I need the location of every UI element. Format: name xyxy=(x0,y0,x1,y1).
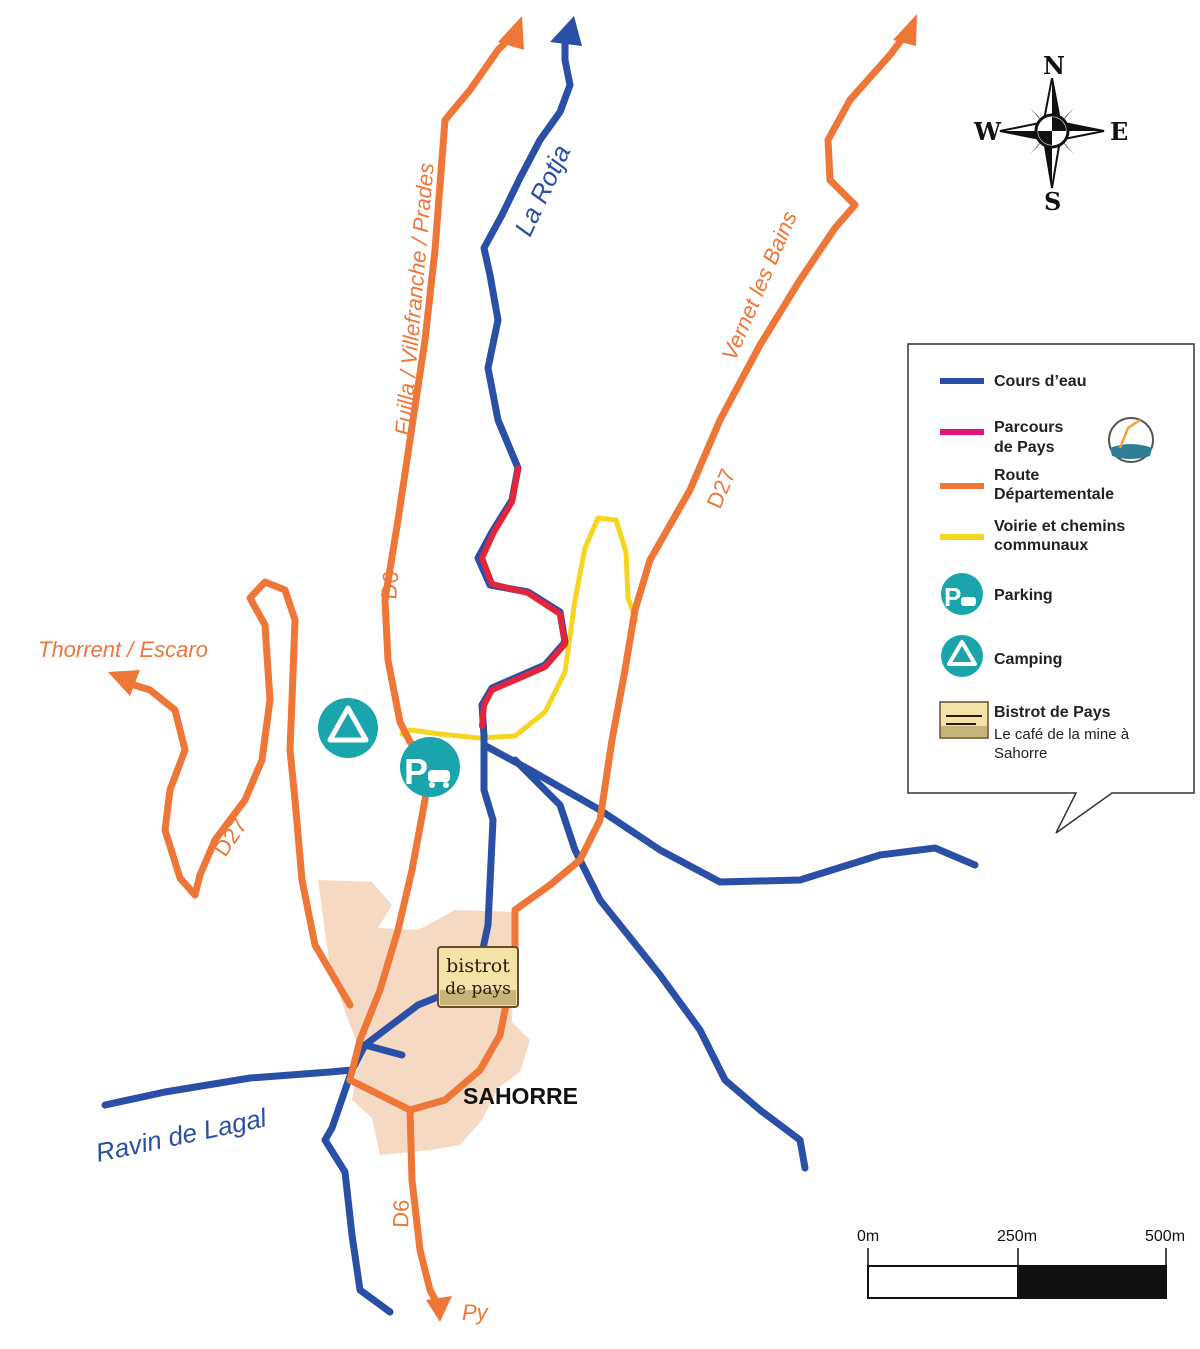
legend-camping-icon xyxy=(941,635,983,677)
camping-marker[interactable] xyxy=(318,698,378,758)
legend-bistrot: Bistrot de Pays xyxy=(994,704,1111,721)
label-thorrent-escaro: Thorrent / Escaro xyxy=(38,637,208,662)
road-arrow-south-d6 xyxy=(426,1296,452,1322)
legend-parking: Parking xyxy=(994,587,1053,604)
label-d27-code-east: D27 xyxy=(702,465,741,512)
legend-parcours: Parcours xyxy=(994,419,1063,436)
label-d6-code-north: D6 xyxy=(376,570,403,600)
label-d6-code-south: D6 xyxy=(388,1199,414,1228)
river-arrow-north xyxy=(550,16,582,46)
legend-cours-eau: Cours d’eau xyxy=(994,373,1086,390)
legend-voirie-2: communaux xyxy=(994,537,1088,554)
voirie-communale xyxy=(399,515,639,741)
legend-route: Route xyxy=(994,467,1039,484)
svg-text:de pays: de pays xyxy=(445,979,511,999)
svg-text:P: P xyxy=(944,582,961,612)
legend-parking-icon: P xyxy=(941,573,983,615)
road-d6-south xyxy=(346,1076,442,1309)
road-arrow-north-d6 xyxy=(498,16,524,50)
label-ravin-de-lagal: Ravin de Lagal xyxy=(93,1102,270,1168)
svg-text:bistrot: bistrot xyxy=(446,955,510,977)
label-py: Py xyxy=(462,1300,490,1325)
river-la-rotja xyxy=(321,1041,406,1316)
compass-east: E xyxy=(1110,117,1128,146)
river-ravin-de-lagal xyxy=(101,1066,356,1109)
bistrot-marker[interactable]: bistrot de pays xyxy=(437,946,519,1008)
legend-bistrot-sub1: Le café de la mine à xyxy=(994,726,1130,743)
label-la-rotja: La Rotja xyxy=(508,140,576,240)
scale-bar: 0m 250m 500m xyxy=(857,1228,1185,1299)
compass-rose: N S W E xyxy=(973,51,1128,216)
legend-bistrot-icon xyxy=(939,701,989,739)
compass-south: S xyxy=(1044,187,1061,216)
river-la-rotja-main xyxy=(361,34,574,1049)
road-arrow-west-d27 xyxy=(108,670,140,696)
scale-0m: 0m xyxy=(857,1228,879,1245)
parcours-de-pays xyxy=(479,465,568,729)
scale-250m: 250m xyxy=(997,1228,1037,1245)
compass-north: N xyxy=(1043,51,1065,80)
legend: Cours d’eau Parcours de Pays Route Dépar… xyxy=(907,343,1195,834)
legend-parcours-2: de Pays xyxy=(994,439,1055,456)
legend-bistrot-sub2: Sahorre xyxy=(994,745,1047,762)
river-southeast-tributary xyxy=(511,756,809,1172)
town-area-sahorre xyxy=(318,880,530,1155)
scale-500m: 500m xyxy=(1145,1228,1185,1245)
road-d6 xyxy=(346,34,514,1084)
parcours-logo-icon xyxy=(1108,417,1154,463)
parking-marker[interactable]: P xyxy=(400,737,460,797)
label-sahorre: SAHORRE xyxy=(463,1083,578,1109)
legend-route-2: Départementale xyxy=(994,486,1114,503)
legend-camping: Camping xyxy=(994,651,1062,668)
legend-voirie: Voirie et chemins xyxy=(994,518,1125,535)
road-arrow-ne-d27 xyxy=(893,14,917,46)
river-east-tributary xyxy=(480,741,979,886)
compass-west: W xyxy=(973,117,1002,146)
label-d27-code-west: D27 xyxy=(209,813,253,860)
road-d27-west xyxy=(121,578,354,1009)
svg-text:P: P xyxy=(404,751,428,792)
